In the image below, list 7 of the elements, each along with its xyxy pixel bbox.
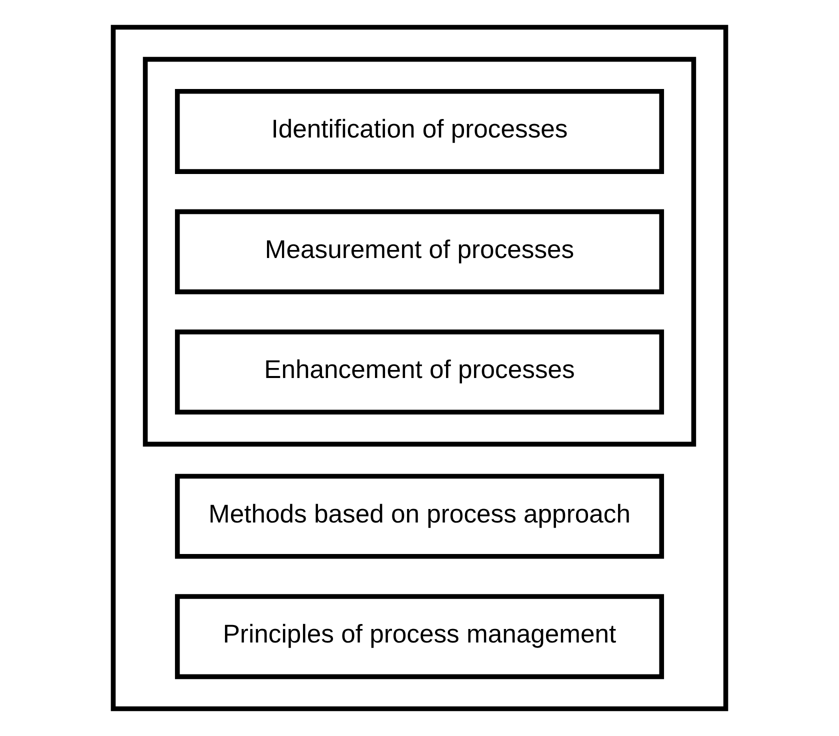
cluster (110, 24, 728, 712)
node-box: Identification of processes (174, 89, 664, 174)
cluster (142, 56, 696, 447)
node-box: Principles of process management (174, 594, 664, 680)
node-box: Methods based on process approach (174, 474, 664, 559)
node-box: Measurement of processes (174, 209, 664, 294)
node-box: Enhancement of processes (174, 330, 664, 414)
